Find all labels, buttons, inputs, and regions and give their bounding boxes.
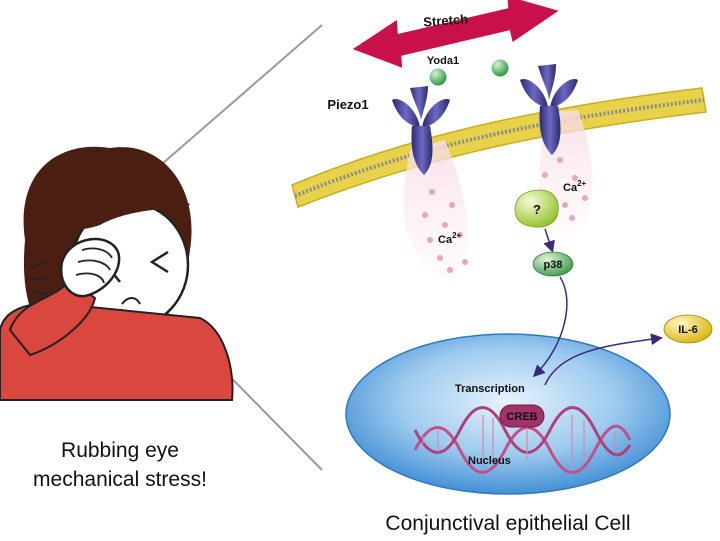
yoda1-molecule-right xyxy=(491,59,509,77)
ca-cone-left xyxy=(403,140,468,280)
dna-helix xyxy=(413,406,632,474)
piezo1-label: Piezo1 xyxy=(327,97,368,112)
arrow-to-il6 xyxy=(544,333,663,386)
ca-left-label: Ca xyxy=(438,234,453,246)
il6-label: IL-6 xyxy=(678,324,698,336)
svg-text:Ca2+: Ca2+ xyxy=(563,179,587,194)
unknown-mediator xyxy=(514,189,559,228)
cell-membrane xyxy=(291,87,707,209)
il6-cytokine xyxy=(663,314,713,344)
hand xyxy=(59,237,121,298)
unknown-mediator-label: ? xyxy=(533,202,541,217)
piezo1-channel-right xyxy=(520,64,578,155)
hair-fringe xyxy=(60,176,190,230)
p38-kinase xyxy=(532,251,574,277)
ca-right-charge: 2+ xyxy=(577,179,586,188)
ca-left-charge: 2+ xyxy=(452,231,461,240)
creb-factor xyxy=(499,404,545,428)
creb-label: CREB xyxy=(506,411,537,423)
nucleus-label: Nucleus xyxy=(468,455,511,467)
yoda1-molecule-left xyxy=(429,68,447,86)
svg-text:Ca2+: Ca2+ xyxy=(438,231,462,246)
stretch-label: Stretch xyxy=(423,11,469,29)
ca-right-label: Ca xyxy=(563,182,578,194)
transcription-label: Transcription xyxy=(455,383,525,395)
p38-label: p38 xyxy=(544,259,563,271)
eye-left xyxy=(149,250,169,274)
stretch-arrow xyxy=(352,0,559,68)
piezo1-channel-left xyxy=(392,86,450,175)
arrow-p38-to-transcription xyxy=(532,276,568,378)
person-illustration xyxy=(0,146,234,401)
caption-mechanical-stress: mechanical stress! xyxy=(33,468,207,491)
arm xyxy=(8,278,97,357)
yoda1-label: Yoda1 xyxy=(427,55,459,67)
caption-cell: Conjunctival epithelial Cell xyxy=(385,512,630,535)
caption-rubbing-eye: Rubbing eye xyxy=(61,439,179,462)
arrow-unknown-to-p38 xyxy=(543,228,555,253)
mouth xyxy=(121,297,141,305)
